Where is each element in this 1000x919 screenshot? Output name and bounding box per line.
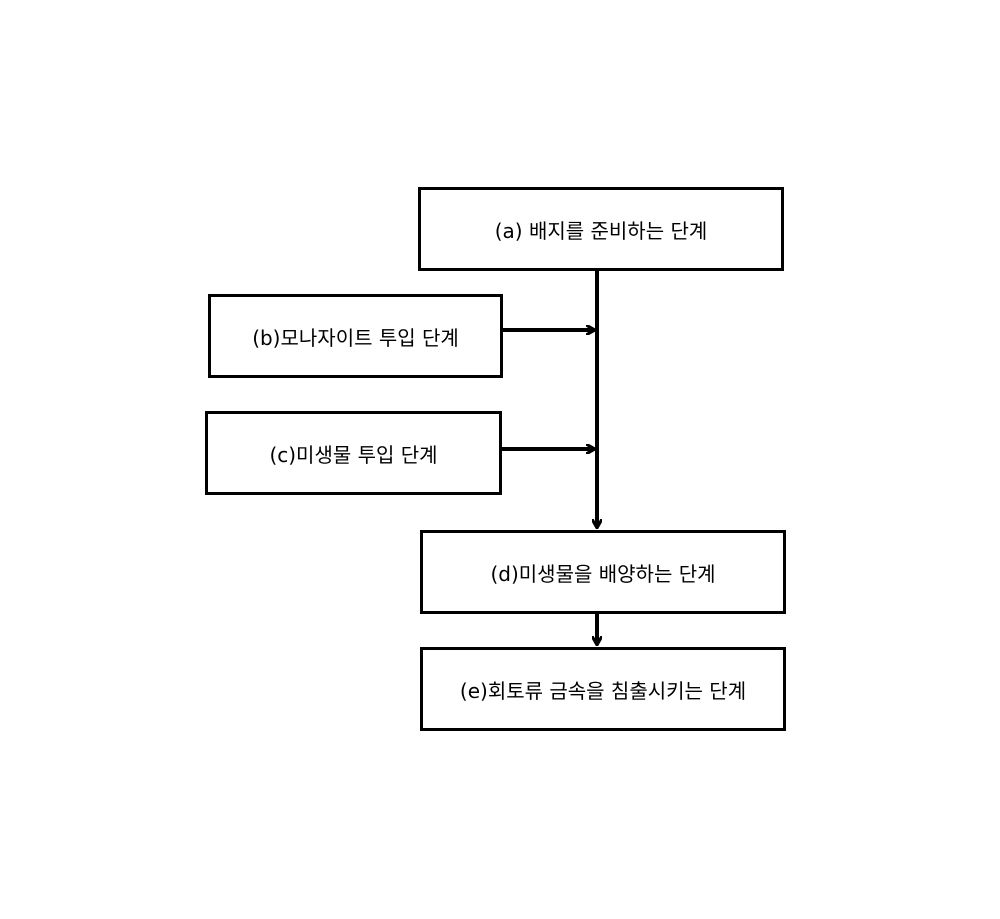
step-d-box: (d)미생물을 배양하는 단계	[420, 530, 786, 614]
step-c-label: (c)미생물 투입 단계	[269, 439, 437, 468]
step-d-label: (d)미생물을 배양하는 단계	[490, 558, 715, 587]
step-c-box: (c)미생물 투입 단계	[205, 411, 502, 495]
step-e-box: (e)회토류 금속을 침출시키는 단계	[420, 647, 786, 731]
step-e-label: (e)회토류 금속을 침출시키는 단계	[460, 675, 746, 704]
step-b-box: (b)모나자이트 투입 단계	[208, 294, 503, 378]
step-a-box: (a) 배지를 준비하는 단계	[418, 187, 784, 271]
step-a-label: (a) 배지를 준비하는 단계	[495, 215, 708, 244]
step-b-label: (b)모나자이트 투입 단계	[252, 322, 459, 351]
